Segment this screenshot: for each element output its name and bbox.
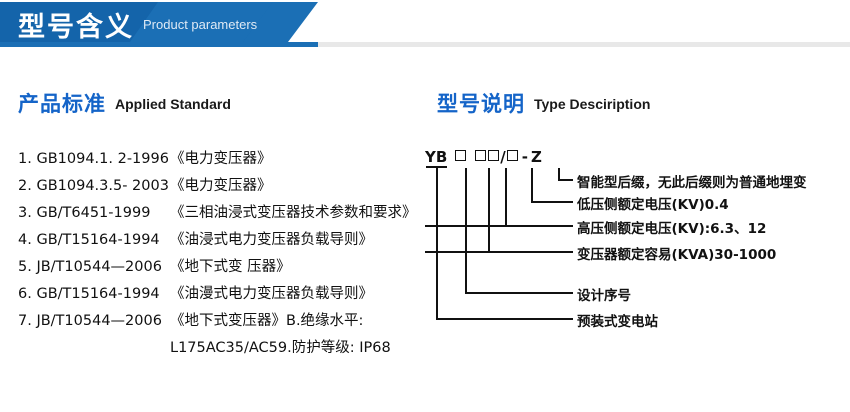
list-item: 4. GB/T15164-1994《油浸式电力变压器负载导则》 [18, 227, 428, 254]
standard-number: GB1094.1. 2-1996 [36, 151, 169, 167]
standard-index: 6. [18, 286, 32, 302]
list-item: 7. JB/T10544—2006《地下式变压器》B.绝缘水平: [18, 308, 428, 335]
type-code-diagram: YB /-Z 智能型后缀，无此后缀则为普通地埋变 低压侧额定电压(KV)0.4 高… [425, 140, 845, 340]
standard-name: 《油浸式电力变压器负载导则》 [170, 232, 373, 248]
standard-number: GB/T15164-1994 [36, 286, 160, 302]
standard-code: 7. JB/T10544—2006 [18, 308, 170, 335]
label-hv-rated-voltage: 高压侧额定电压(KV):6.3、12 [577, 221, 767, 237]
leader-vline-rated-capacity [488, 168, 490, 252]
label-prefab-substation: 预装式变电站 [577, 314, 658, 330]
standard-code: 3. GB/T6451-1999 [18, 200, 170, 227]
code-box-hv-voltage [488, 150, 500, 161]
standard-index: 7. [18, 313, 32, 329]
standard-index: 2. [18, 178, 32, 194]
list-item: 6. GB/T15164-1994《油漫式电力变压器负载导则》 [18, 281, 428, 308]
type-code-string: YB /-Z [425, 148, 542, 166]
label-lv-rated-voltage: 低压侧额定电压(KV)0.4 [577, 197, 729, 213]
leader-hline-design-serial [465, 292, 573, 294]
standards-list: 1. GB1094.1. 2-1996《电力变压器》 2. GB1094.3.5… [18, 146, 428, 362]
leader-vline-design-serial [465, 168, 467, 293]
code-suffix: Z [531, 148, 542, 166]
standard-number: JB/T10544—2006 [36, 313, 162, 329]
standard-name: 《地下式变 压器》 [170, 259, 291, 275]
leader-vline-intelligent-suffix [558, 168, 560, 180]
leader-hline-rated-capacity-ext [425, 251, 490, 253]
standard-name: 《地下式变压器》B.绝缘水平: [170, 313, 364, 329]
leader-hline-prefab-substation [436, 318, 573, 320]
standard-number: GB/T15164-1994 [36, 232, 160, 248]
leader-hline-rated-capacity [488, 251, 573, 253]
page-header-banner: 型号含义 Product parameters [0, 0, 850, 48]
leader-hline-lv-voltage [531, 201, 573, 203]
standard-index: 5. [18, 259, 32, 275]
section-heading-en: Type Desciription [534, 96, 651, 112]
page-subtitle: Product parameters [143, 17, 258, 32]
standard-number: GB1094.3.5- 2003 [36, 178, 169, 194]
leader-vline-prefab-substation [436, 168, 438, 319]
standard-code: 2. GB1094.3.5- 2003 [18, 173, 170, 200]
banner-underline-grey [0, 42, 850, 47]
leader-hline-hv-voltage-ext [425, 225, 507, 227]
label-design-serial: 设计序号 [577, 288, 631, 304]
standard-number: GB/T6451-1999 [36, 205, 151, 221]
section-heading-cn: 产品标准 [18, 92, 106, 116]
banner-underline-blue [0, 42, 318, 47]
code-box-lv-voltage [506, 150, 518, 161]
list-item: 3. GB/T6451-1999《三相油浸式变压器技术参数和要求》 [18, 200, 428, 227]
code-dash: - [521, 148, 529, 166]
standard-index: 3. [18, 205, 32, 221]
code-box-design-serial [455, 150, 467, 161]
standard-name: 《油漫式电力变压器负载导则》 [170, 286, 373, 302]
standard-index: 1. [18, 151, 32, 167]
code-prefix: YB [425, 148, 448, 166]
standard-continuation-line: L175AC35/AC59.防护等级: IP68 [170, 340, 391, 356]
standard-code: 1. GB1094.1. 2-1996 [18, 146, 170, 173]
code-box-capacity [475, 150, 487, 161]
standard-number: JB/T10544—2006 [36, 259, 162, 275]
leader-hline-intelligent-suffix [558, 179, 573, 181]
list-item: 1. GB1094.1. 2-1996《电力变压器》 [18, 146, 428, 173]
list-item: 5. JB/T10544—2006《地下式变 压器》 [18, 254, 428, 281]
leader-hline-hv-voltage [505, 225, 573, 227]
section-heading-en: Applied Standard [115, 96, 231, 112]
standard-code: 4. GB/T15164-1994 [18, 227, 170, 254]
code-separator: / [500, 148, 506, 166]
standard-code: 5. JB/T10544—2006 [18, 254, 170, 281]
label-rated-capacity: 变压器额定容易(KVA)30-1000 [577, 247, 777, 263]
standard-name: 《电力变压器》 [170, 151, 272, 167]
list-item: 2. GB1094.3.5- 2003《电力变压器》 [18, 173, 428, 200]
standard-code: 6. GB/T15164-1994 [18, 281, 170, 308]
leader-vline-lv-voltage [531, 168, 533, 202]
page-title: 型号含义 [18, 12, 134, 43]
section-heading-applied-standard: 产品标准 Applied Standard [18, 88, 231, 118]
standard-index: 4. [18, 232, 32, 248]
section-heading-type-description: 型号说明 Type Desciription [437, 88, 650, 118]
label-intelligent-suffix: 智能型后缀，无此后缀则为普通地埋变 [577, 175, 807, 191]
leader-vline-hv-voltage [505, 168, 507, 226]
standard-name: 《三相油浸式变压器技术参数和要求》 [170, 205, 417, 221]
code-prefix-underline [426, 166, 447, 168]
section-heading-cn: 型号说明 [437, 92, 525, 116]
standard-name: 《电力变压器》 [170, 178, 272, 194]
